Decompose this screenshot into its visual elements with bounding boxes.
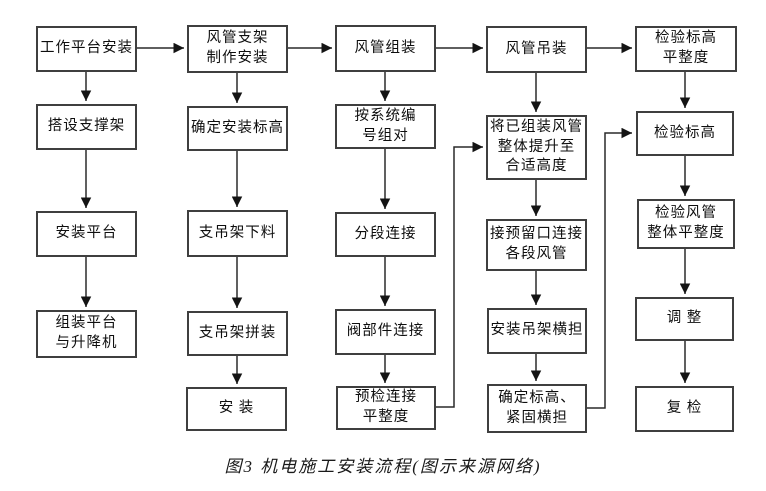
arrow-c3r5-c4r2	[436, 141, 483, 408]
flow-box-duct-bracket-fabricate: 风管支架 制作安装	[187, 25, 288, 73]
flow-box-work-platform-install: 工作平台安装	[36, 26, 137, 72]
flow-box-install-platform: 安装平台	[36, 211, 137, 257]
flow-box-hanger-cutting: 支吊架下料	[187, 210, 288, 257]
flow-box-set-elevation-fasten: 确定标高、 紧固横担	[487, 384, 587, 433]
flow-box-hanger-assembly: 支吊架拼装	[187, 311, 288, 356]
figure-caption: 图3 机电施工安装流程(图示来源网络)	[224, 457, 542, 476]
flow-box-connect-reserved-ports: 接预留口连接 各段风管	[486, 219, 587, 271]
flow-box-precheck-flatness: 预检连接 平整度	[336, 386, 436, 430]
flow-box-valve-parts-connection: 阀部件连接	[335, 309, 436, 355]
flow-box-pair-by-system-number: 按系统编 号组对	[335, 104, 436, 149]
flow-box-erect-support-frame: 搭设支撑架	[36, 104, 137, 150]
flow-box-check-duct-flatness: 检验风管 整体平整度	[637, 199, 735, 249]
flow-box-adjust: 调 整	[635, 297, 734, 341]
flow-box-recheck: 复 检	[635, 386, 734, 432]
flow-box-assemble-platform-lift: 组装平台 与升降机	[36, 310, 137, 358]
flow-box-lift-assembled-duct: 将已组装风管 整体提升至 合适高度	[486, 115, 587, 180]
flow-box-check-elevation: 检验标高	[636, 111, 734, 156]
flow-box-install: 安 装	[186, 387, 287, 431]
flow-box-install-hanger-crossbar: 安装吊架横担	[487, 308, 587, 354]
flow-box-set-install-elevation: 确定安装标高	[187, 106, 288, 151]
flow-box-duct-assembly: 风管组装	[335, 25, 436, 72]
flow-box-check-elevation-flatness: 检验标高 平整度	[635, 26, 737, 72]
flow-box-duct-hoisting: 风管吊装	[486, 26, 587, 73]
arrow-c4r5-c5r2	[587, 127, 632, 409]
flow-box-segment-connection: 分段连接	[335, 212, 436, 257]
